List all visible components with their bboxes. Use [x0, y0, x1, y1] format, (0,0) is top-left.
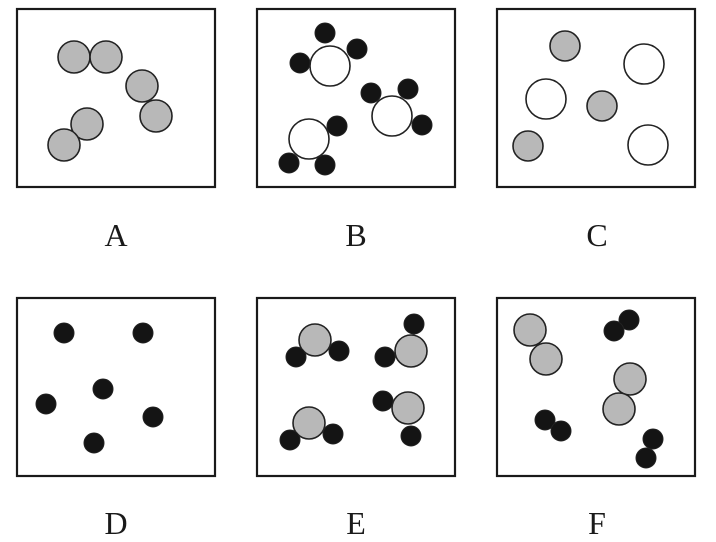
- panel-e-label: E: [346, 505, 366, 541]
- panel-a-gray-atom-2: [89, 40, 123, 74]
- panel-d-black-atom-5: [142, 406, 164, 428]
- panel-b-white-atom-5: [371, 95, 413, 137]
- panel-d-black-atom-3: [92, 378, 114, 400]
- panel-f-gray-atom-5: [613, 362, 647, 396]
- panel-a-particles: [47, 40, 173, 162]
- panel-f-black-atom-3: [618, 309, 640, 331]
- panel-f-gray-atom-1: [513, 313, 547, 347]
- panel-a: A: [15, 7, 217, 253]
- panel-e-black-atom-6: [374, 346, 396, 368]
- panel-d-black-atom-2: [132, 322, 154, 344]
- panel-a-label: A: [104, 217, 127, 253]
- panel-f-particles: [513, 309, 664, 469]
- panel-d-black-atom-6: [83, 432, 105, 454]
- panel-f-black-atom-7: [534, 409, 556, 431]
- panel-a-gray-atom-5: [70, 107, 104, 141]
- panel-c-white-atom-2: [623, 43, 665, 85]
- panel-d-label: D: [104, 505, 127, 541]
- panel-a-gray-atom-1: [57, 40, 91, 74]
- panel-a-gray-atom-4: [139, 99, 173, 133]
- panel-f: F: [495, 296, 697, 541]
- panel-c-white-atom-6: [627, 124, 669, 166]
- panel-c-gray-atom-4: [586, 90, 618, 122]
- panel-f-black-atom-4: [603, 320, 625, 342]
- panel-e: E: [255, 296, 457, 541]
- panel-e-particles: [279, 313, 428, 451]
- panel-b-black-atom-4: [289, 52, 311, 74]
- panel-d-black-atom-4: [35, 393, 57, 415]
- panel-b-white-atom-9: [288, 118, 330, 160]
- panel-c-gray-atom-5: [512, 130, 544, 162]
- panel-b-black-atom-6: [360, 82, 382, 104]
- panel-f-black-atom-8: [550, 420, 572, 442]
- panel-c-gray-atom-1: [549, 30, 581, 62]
- panel-f-black-atom-9: [642, 428, 664, 450]
- panel-e-gray-atom-1: [298, 323, 332, 357]
- panel-b-black-atom-12: [314, 154, 336, 176]
- panel-b-black-atom-11: [278, 152, 300, 174]
- panel-d: D: [15, 296, 217, 541]
- panel-e-black-atom-11: [372, 390, 394, 412]
- panel-b-black-atom-8: [411, 114, 433, 136]
- panel-e-black-atom-5: [403, 313, 425, 335]
- panel-b-white-atom-1: [309, 45, 351, 87]
- panel-d-black-atom-1: [53, 322, 75, 344]
- panel-e-black-atom-2: [285, 346, 307, 368]
- panel-b-black-atom-3: [346, 38, 368, 60]
- panel-c-particles: [512, 30, 669, 166]
- panel-b-black-atom-10: [326, 115, 348, 137]
- panel-a-frame: [15, 7, 217, 189]
- panel-e-black-atom-12: [400, 425, 422, 447]
- panel-b-black-atom-2: [314, 22, 336, 44]
- panel-d-frame: [15, 296, 217, 478]
- panel-f-black-atom-10: [635, 447, 657, 469]
- panel-e-black-atom-9: [322, 423, 344, 445]
- panel-e-black-atom-3: [328, 340, 350, 362]
- panel-d-particles: [35, 322, 164, 454]
- panel-c-white-atom-3: [525, 78, 567, 120]
- panel-b: B: [255, 7, 457, 253]
- panel-e-gray-atom-10: [391, 391, 425, 425]
- panel-a-gray-atom-6: [47, 128, 81, 162]
- panel-b-black-atom-7: [397, 78, 419, 100]
- panel-f-gray-atom-6: [602, 392, 636, 426]
- panel-c-label: C: [586, 217, 607, 253]
- panel-b-label: B: [345, 217, 366, 253]
- panel-c: C: [495, 7, 697, 253]
- panel-b-particles: [278, 22, 433, 176]
- panel-a-gray-atom-3: [125, 69, 159, 103]
- panel-f-gray-atom-2: [529, 342, 563, 376]
- panel-e-black-atom-8: [279, 429, 301, 451]
- panel-e-gray-atom-4: [394, 334, 428, 368]
- panel-e-gray-atom-7: [292, 406, 326, 440]
- panel-f-label: F: [588, 505, 606, 541]
